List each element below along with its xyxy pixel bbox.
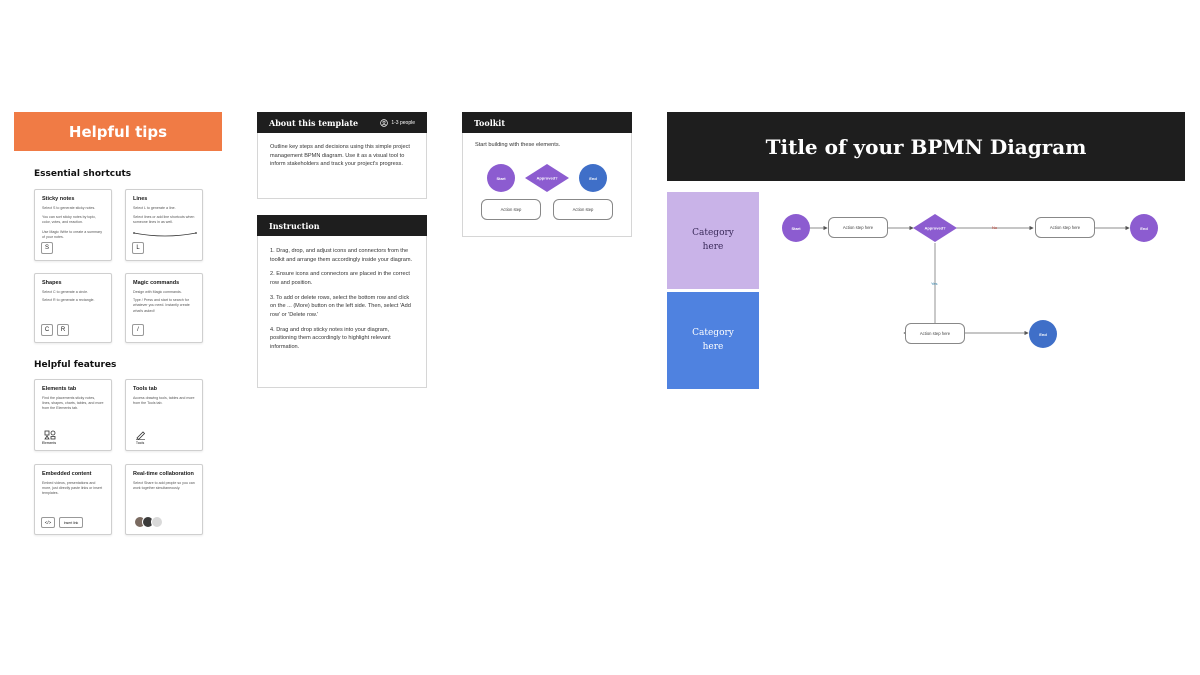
about-panel: Outline key steps and decisions using th… xyxy=(257,133,427,199)
card-text: Type / Press and start to search for wha… xyxy=(133,298,190,313)
instruction-header: Instruction xyxy=(257,215,427,236)
instruction-panel: 1. Drag, drop, and adjust icons and conn… xyxy=(257,236,427,388)
card-text: Select S to generate sticky notes. xyxy=(42,206,96,210)
insert-link-button[interactable]: Insert link xyxy=(59,517,83,528)
card-text: Find the placements sticky notes, lines,… xyxy=(42,396,104,411)
diagram-start-event[interactable]: Start xyxy=(782,214,810,242)
essential-shortcuts-title: Essential shortcuts xyxy=(34,169,132,179)
about-title: About this template xyxy=(269,117,359,128)
decision-label: Approved? xyxy=(536,176,558,181)
no-branch-label: No xyxy=(992,225,998,230)
toolkit-action-step[interactable]: Action step xyxy=(553,199,613,220)
toolkit-title: Toolkit xyxy=(474,117,506,128)
toolkit-text: Start building with these elements. xyxy=(475,142,561,148)
people-count: 1-3 people xyxy=(391,119,415,126)
people-badge: 1-3 people xyxy=(380,118,415,127)
avatar xyxy=(151,516,163,528)
about-header: About this template 1-3 people xyxy=(257,112,427,133)
card-text: Select Share to add people so you can wo… xyxy=(133,481,195,491)
toolkit-decision-gateway[interactable]: Approved? xyxy=(524,163,570,193)
card-text: Use Magic Write to create a summary of y… xyxy=(42,229,103,239)
card-title: Tools tab xyxy=(133,386,158,392)
pen-tool-icon xyxy=(136,431,146,440)
card-title: Lines xyxy=(133,196,148,202)
about-text: Outline key steps and decisions using th… xyxy=(270,144,410,168)
toolkit-end-event[interactable]: End xyxy=(579,164,607,192)
diagram-decision-gateway[interactable]: Approved? xyxy=(912,213,958,243)
tools-tab-card[interactable]: Tools tab Access drawing tools, tables a… xyxy=(125,379,203,451)
toolkit-start-event[interactable]: Start xyxy=(487,164,515,192)
people-icon xyxy=(380,118,389,127)
diagram-end-event-1[interactable]: End xyxy=(1130,214,1158,242)
card-text: Embed videos, presentations and more, ju… xyxy=(42,481,103,496)
toolkit-action-step[interactable]: Action step xyxy=(481,199,541,220)
card-text: Select R to generate a rectangle. xyxy=(42,298,95,303)
card-title: Real-time collaboration xyxy=(133,471,194,477)
sticky-notes-card[interactable]: Sticky notes Select S to generate sticky… xyxy=(34,189,112,261)
yes-branch-label: Yes xyxy=(931,281,938,286)
card-text: You can sort sticky notes by topic, colo… xyxy=(42,215,97,225)
card-title: Sticky notes xyxy=(42,196,75,202)
category-lane-2: Category here xyxy=(667,292,759,389)
shortcut-key: C xyxy=(41,324,53,336)
shortcut-key: / xyxy=(132,324,144,336)
instruction-step: 2. Ensure icons and connectors are place… xyxy=(270,271,410,286)
curved-line-icon xyxy=(133,232,197,237)
card-text: Access drawing tools, tables and more fr… xyxy=(133,396,195,406)
diagram-connectors xyxy=(810,225,1130,336)
elements-icon xyxy=(44,430,56,440)
realtime-collaboration-card[interactable]: Real-time collaboration Select Share to … xyxy=(125,464,203,535)
category-lane-1: Category here xyxy=(667,192,759,289)
instruction-step: 1. Drag, drop, and adjust icons and conn… xyxy=(270,248,413,263)
card-text: Select L to generate a line. xyxy=(133,206,176,210)
diagram-action-step-2[interactable]: Action step here xyxy=(1035,217,1095,238)
shortcut-key: S xyxy=(41,242,53,254)
elements-icon-label: Elements xyxy=(42,441,57,445)
magic-commands-card[interactable]: Magic commands Design with Magic command… xyxy=(125,273,203,343)
helpful-features-title: Helpful features xyxy=(34,360,117,370)
helpful-tips-header: Helpful tips xyxy=(14,112,222,151)
card-title: Elements tab xyxy=(42,386,77,392)
diagram-title: Title of your BPMN Diagram xyxy=(667,112,1185,181)
diagram-action-step-1[interactable]: Action step here xyxy=(828,217,888,238)
card-text: Design with Magic commands. xyxy=(133,290,182,294)
diagram-action-step-3[interactable]: Action step here xyxy=(905,323,965,344)
embedded-content-card[interactable]: Embedded content Embed videos, presentat… xyxy=(34,464,112,535)
decision-label: Approved? xyxy=(924,226,946,231)
card-title: Magic commands xyxy=(133,280,180,286)
card-title: Shapes xyxy=(42,280,62,286)
instruction-step: 3. To add or delete rows, select the bot… xyxy=(270,294,411,318)
shortcut-key: L xyxy=(132,242,144,254)
elements-tab-card[interactable]: Elements tab Find the placements sticky … xyxy=(34,379,112,451)
shortcut-key: R xyxy=(57,324,69,336)
embed-code-icon: </> xyxy=(41,517,55,528)
card-text: Select C to generate a circle. xyxy=(42,290,89,294)
card-text: Select lines or add line shortcuts when … xyxy=(133,215,195,225)
instruction-title: Instruction xyxy=(269,220,320,231)
card-title: Embedded content xyxy=(42,471,92,477)
lines-card[interactable]: Lines Select L to generate a line. Selec… xyxy=(125,189,203,261)
toolkit-header: Toolkit xyxy=(462,112,632,133)
tools-icon-label: Tools xyxy=(136,441,145,445)
shapes-card[interactable]: Shapes Select C to generate a circle. Se… xyxy=(34,273,112,343)
diagram-end-event-2[interactable]: End xyxy=(1029,320,1057,348)
instruction-step: 4. Drag and drop sticky notes into your … xyxy=(270,326,391,350)
